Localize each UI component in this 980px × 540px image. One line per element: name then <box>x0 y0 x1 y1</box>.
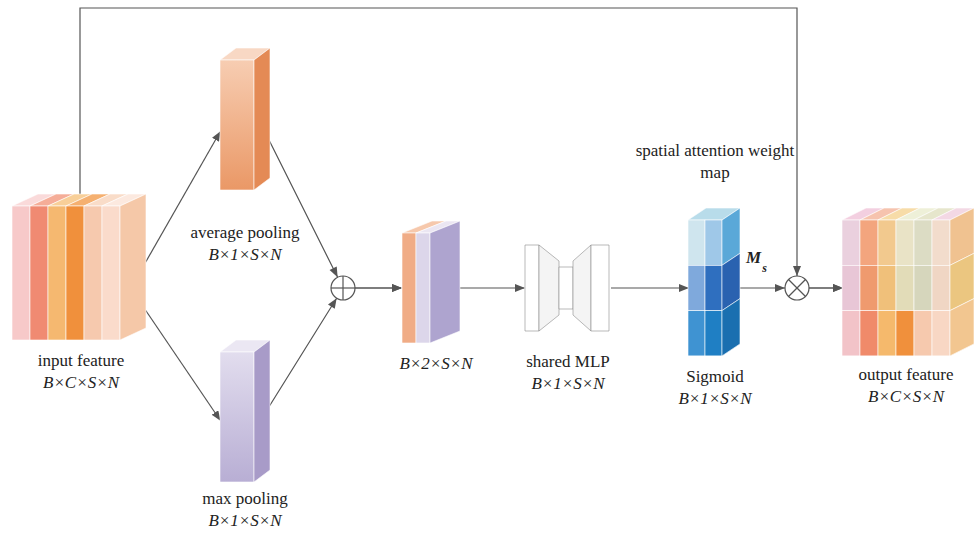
block-graphic <box>218 338 272 484</box>
multiply-symbol <box>785 276 809 300</box>
flow-arrow <box>460 287 524 288</box>
input-feature-block: input featureB×C×S×N <box>10 192 152 342</box>
matrix-subscript: s <box>762 258 767 278</box>
arrowhead <box>793 266 801 276</box>
block-label: Sigmoid <box>630 366 800 388</box>
flow-arrow <box>611 287 688 288</box>
block-label: shared MLP <box>483 351 653 373</box>
shared-mlp-block: shared MLPB×1×S×N <box>523 241 613 335</box>
block-graphic <box>840 204 976 358</box>
block-label: spatial attention weight map <box>630 140 800 184</box>
arrowhead <box>328 298 337 309</box>
block-graphic <box>218 46 272 192</box>
flow-arrow <box>140 132 220 272</box>
flow-arrow <box>80 8 842 288</box>
flow-arrow <box>140 302 220 420</box>
dimension-label: B×1×S×N <box>483 373 653 395</box>
dimension-label: B×C×S×N <box>0 372 172 394</box>
block-graphic <box>10 192 152 342</box>
flow-arrow <box>262 126 401 288</box>
dimension-label: B×1×S×N <box>630 388 800 410</box>
block-label: max pooling <box>138 488 352 510</box>
concat-feature-block: B×2×S×N <box>400 219 472 345</box>
average-pooling-block: average poolingB×1×S×N <box>218 46 272 192</box>
max-pooling-block: max poolingB×1×S×N <box>218 338 272 484</box>
arrowhead <box>775 284 785 292</box>
dimension-label: B×1×S×N <box>138 244 352 266</box>
dimension-label: B×C×S×N <box>836 386 976 408</box>
dimension-label: B×2×S×N <box>366 353 506 375</box>
output-feature-block: output featureB×C×S×N <box>840 204 976 358</box>
arrowhead <box>330 267 338 278</box>
dimension-label: B×1×S×N <box>138 510 352 532</box>
block-graphic <box>400 219 472 345</box>
block-graphic <box>686 206 744 358</box>
block-label: input feature <box>0 350 172 372</box>
block-label: average pooling <box>138 222 352 244</box>
concat-symbol <box>331 276 355 300</box>
block-label: output feature <box>836 364 976 386</box>
block-graphic <box>523 241 613 335</box>
matrix-symbol: M <box>746 248 761 268</box>
attention-map-block: spatial attention weight mapSigmoidB×1×S… <box>686 206 744 358</box>
flow-arrow <box>262 288 401 418</box>
